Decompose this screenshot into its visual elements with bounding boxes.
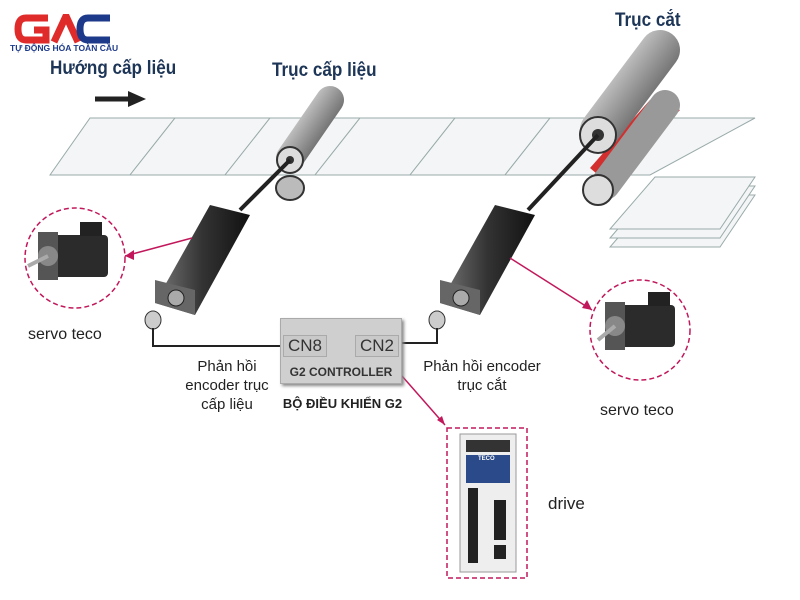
servo-motor-image-left	[27, 222, 108, 280]
feed-roller-label: Trục cấp liệu	[272, 60, 377, 81]
gac-logo-icon	[14, 14, 110, 44]
servo-motor-image-right	[596, 292, 675, 350]
drive-brand: TECO	[478, 456, 495, 462]
feedback-cut-label: Phản hồi encoder trục cắt	[423, 358, 541, 394]
controller-caption: BỘ ĐIỀU KHIỂN G2	[282, 396, 403, 411]
feedback-feed-label: Phản hồi encoder trục cấp liệu	[185, 358, 269, 413]
feed-direction-label: Hướng cấp liệu	[50, 58, 177, 79]
cut-roller-label: Trục cắt	[615, 10, 681, 31]
cut-servo-motor	[428, 205, 535, 330]
cut-roller	[579, 30, 680, 206]
drive-label: drive	[548, 494, 585, 513]
feed-direction-arrow-icon	[95, 91, 146, 107]
cut-sheets-stack	[608, 176, 756, 248]
drive-image	[459, 433, 517, 573]
port-cn8: CN8	[283, 335, 328, 357]
servo-right-label: servo teco	[600, 402, 674, 419]
feed-servo-motor	[144, 205, 250, 330]
controller-name: G2 CONTROLLER	[289, 365, 393, 379]
g2-controller: CN8 CN2 G2 CONTROLLER	[280, 318, 402, 384]
servo-left-label: servo teco	[28, 326, 102, 343]
port-cn2: CN2	[354, 335, 399, 357]
logo-tagline: TỰ ĐỘNG HÓA TOÀN CẦU	[10, 43, 119, 53]
logo: TỰ ĐỘNG HÓA TOÀN CẦU	[10, 14, 118, 54]
